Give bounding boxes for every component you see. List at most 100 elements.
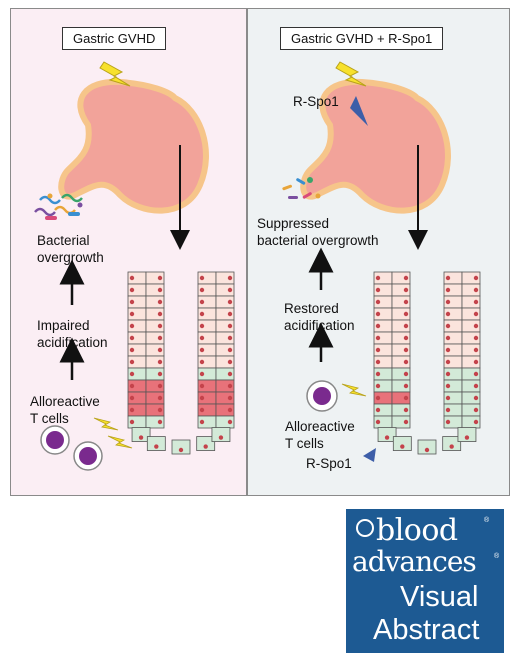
society-seal-icon [356, 519, 374, 537]
cell-nucleus [129, 323, 135, 329]
epithelial-cell [146, 436, 166, 451]
logo-line-4: Abstract [373, 614, 480, 646]
cell-nucleus [375, 311, 381, 317]
bacteria-sparse-right [282, 177, 321, 199]
cell-nucleus [375, 275, 381, 281]
cell-nucleus [445, 287, 451, 293]
cell-nucleus [227, 335, 233, 341]
cell-nucleus [199, 347, 205, 353]
cell-nucleus [375, 299, 381, 305]
cell-nucleus [400, 444, 405, 449]
cell-nucleus [403, 383, 409, 389]
blood-advances-logo: blood ® advances ® Visual Abstract [346, 509, 504, 653]
cell-nucleus [403, 323, 409, 329]
alloreactive-t-cells-label-right: Alloreactive T cells [285, 419, 355, 451]
cell-nucleus [157, 419, 163, 425]
cell-nucleus [227, 395, 233, 401]
cell-nucleus [445, 371, 451, 377]
cell-nucleus [129, 287, 135, 293]
cell-nucleus [157, 359, 163, 365]
cell-nucleus [129, 359, 135, 365]
gastric-gland-right [373, 271, 481, 455]
cell-nucleus [473, 407, 479, 413]
impaired-acidification-label: Impaired acidification [37, 318, 108, 350]
cell-nucleus [138, 435, 144, 440]
cell-nucleus [199, 419, 205, 425]
cell-nucleus [403, 347, 409, 353]
cell-nucleus [178, 447, 184, 453]
cell-nucleus [199, 311, 205, 317]
cell-nucleus [227, 287, 233, 293]
cell-nucleus [375, 287, 381, 293]
cell-nucleus [473, 299, 479, 305]
cell-nucleus [227, 359, 233, 365]
cell-nucleus [445, 323, 451, 329]
cell-nucleus [403, 419, 409, 425]
cell-nucleus [473, 359, 479, 365]
cell-nucleus [199, 275, 205, 281]
cell-nucleus [157, 335, 163, 341]
stomach-right [300, 78, 451, 214]
cell-nucleus [473, 335, 479, 341]
epithelial-cell [377, 427, 397, 442]
cell-nucleus [218, 435, 224, 440]
cell-nucleus [403, 335, 409, 341]
cell-nucleus [445, 335, 451, 341]
cell-nucleus [199, 335, 205, 341]
cell-nucleus [473, 419, 479, 425]
cell-nucleus [403, 311, 409, 317]
cell-nucleus [227, 347, 233, 353]
cell-nucleus [384, 435, 390, 440]
bacteria-cluster-left [34, 193, 83, 220]
logo-line-3: Visual [400, 581, 479, 613]
cell-nucleus [157, 395, 163, 401]
epithelial-cell [131, 427, 151, 442]
cell-nucleus [129, 407, 135, 413]
cell-nucleus [199, 323, 205, 329]
cell-nucleus [227, 407, 233, 413]
cell-nucleus [157, 383, 163, 389]
lightning-bolt-icon [93, 417, 119, 431]
cell-nucleus [227, 275, 233, 281]
cell-nucleus [403, 407, 409, 413]
r-spo1-label-top: R-Spo1 [293, 94, 339, 109]
suppressed-overgrowth-label: Suppressed bacterial overgrowth [257, 216, 379, 248]
cell-nucleus [473, 371, 479, 377]
lightning-bolt-icon [99, 61, 131, 87]
cell-nucleus [129, 335, 135, 341]
cell-nucleus [157, 311, 163, 317]
cell-nucleus [445, 275, 451, 281]
registered-mark: ® [494, 553, 500, 560]
cell-nucleus [449, 444, 454, 449]
cell-nucleus [199, 359, 205, 365]
epithelial-cell [442, 436, 462, 451]
cell-nucleus [403, 287, 409, 293]
lightning-bolt-icon [335, 61, 367, 87]
lightning-bolt-icon [107, 435, 133, 449]
cell-nucleus [227, 299, 233, 305]
cell-nucleus [129, 371, 135, 377]
cell-nucleus [445, 359, 451, 365]
cell-nucleus [445, 395, 451, 401]
cell-nucleus [154, 444, 159, 449]
cell-nucleus [473, 395, 479, 401]
cell-nucleus [403, 275, 409, 281]
restored-acidification-label: Restored acidification [284, 301, 355, 333]
epithelial-cell [417, 439, 437, 455]
cell-nucleus [157, 347, 163, 353]
r-spo1-label-bottom: R-Spo1 [306, 456, 352, 471]
cell-nucleus [473, 287, 479, 293]
cell-nucleus [199, 383, 205, 389]
cell-nucleus [199, 299, 205, 305]
cell-nucleus [445, 347, 451, 353]
cell-nucleus [129, 311, 135, 317]
cell-nucleus [199, 371, 205, 377]
cell-nucleus [157, 299, 163, 305]
cell-nucleus [403, 359, 409, 365]
cell-nucleus [199, 287, 205, 293]
cell-nucleus [227, 371, 233, 377]
cell-nucleus [473, 323, 479, 329]
cell-nucleus [375, 335, 381, 341]
cell-nucleus [375, 395, 381, 401]
r-spo1-triangle-icon [350, 96, 368, 126]
